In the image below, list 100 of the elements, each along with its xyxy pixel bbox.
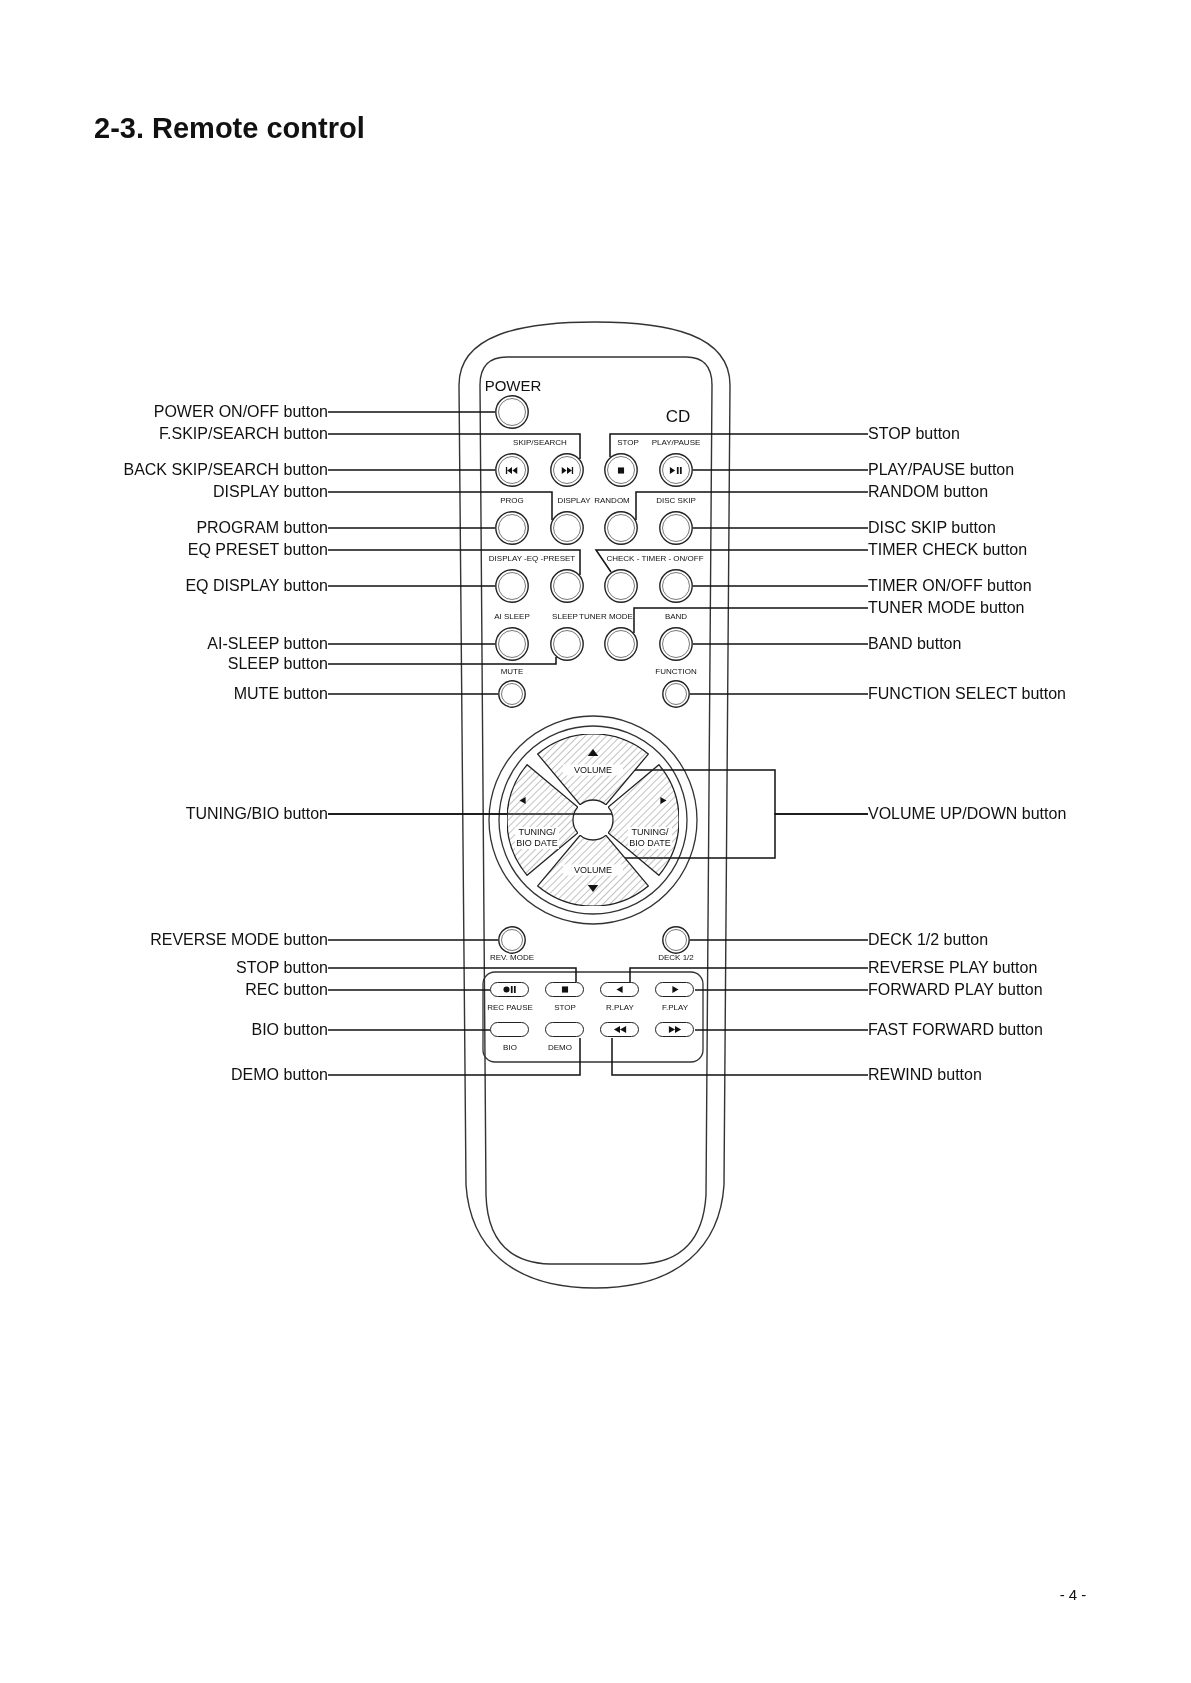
button-caption: STOP	[554, 1004, 576, 1012]
callout-label: EQ PRESET button	[187, 541, 328, 559]
leader-line	[692, 585, 869, 587]
pill-button	[490, 982, 529, 997]
leader-line	[327, 1029, 491, 1031]
leader-line	[327, 967, 577, 983]
round-button	[662, 680, 690, 708]
button-caption: PLAY/PAUSE	[651, 439, 701, 447]
leader-line	[635, 491, 869, 521]
callout-label: DECK 1/2 button	[868, 931, 989, 949]
button-caption: REV. MODE	[489, 954, 535, 962]
button-caption: R.PLAY	[606, 1004, 634, 1012]
pill-button	[545, 1022, 584, 1037]
callout-label: RANDOM button	[868, 483, 989, 501]
round-button	[495, 453, 529, 487]
leader-line	[633, 607, 869, 634]
leader-line	[694, 989, 869, 991]
round-button	[498, 926, 526, 954]
leader-line	[692, 527, 869, 529]
callout-label: BAND button	[868, 635, 962, 653]
callout-label: TUNING/BIO button	[185, 805, 328, 823]
leader-line	[327, 643, 496, 645]
leader-line	[327, 989, 491, 991]
round-button	[604, 453, 638, 487]
pill-button	[490, 1022, 529, 1037]
callout-label: SLEEP button	[227, 655, 328, 673]
leader-line	[609, 433, 869, 458]
leader-line	[327, 527, 496, 529]
callout-label: FAST FORWARD button	[868, 1021, 1043, 1039]
callout-label: BIO button	[251, 1021, 328, 1039]
leader-line	[692, 469, 869, 471]
callout-label: BACK SKIP/SEARCH button	[123, 461, 328, 479]
callout-label: F.SKIP/SEARCH button	[159, 425, 328, 443]
leader-line	[327, 491, 553, 521]
button-caption: BAND	[664, 613, 688, 621]
callout-label: FORWARD PLAY button	[868, 981, 1043, 999]
leader-line	[689, 693, 869, 695]
button-caption: STOP	[617, 439, 639, 447]
round-button	[550, 453, 584, 487]
callout-label: PLAY/PAUSE button	[868, 461, 1015, 479]
leader-line	[629, 967, 869, 983]
round-button	[495, 511, 529, 545]
button-caption: AI SLEEP	[494, 613, 530, 621]
leader-line	[624, 813, 869, 859]
callout-label: PROGRAM button	[196, 519, 328, 537]
callout-label: DISPLAY button	[212, 483, 328, 501]
button-caption: PROG	[500, 497, 524, 505]
round-button	[604, 569, 638, 603]
round-button	[550, 569, 584, 603]
pill-button	[600, 982, 639, 997]
round-button	[604, 511, 638, 545]
callout-label: TIMER CHECK button	[868, 541, 1028, 559]
callout-label: FUNCTION SELECT button	[868, 685, 1066, 703]
leader-line	[327, 549, 581, 576]
callout-label: VOLUME UP/DOWN button	[868, 805, 1067, 823]
round-button	[498, 680, 526, 708]
leader-line	[327, 939, 499, 941]
callout-label: STOP button	[868, 425, 960, 443]
leader-line	[694, 1029, 869, 1031]
button-caption: BIO	[503, 1044, 517, 1052]
leader-line	[327, 656, 557, 665]
callout-label: EQ DISPLAY button	[185, 577, 328, 595]
button-caption: CHECK - TIMER - ON/OFF	[606, 555, 704, 563]
callout-label: POWER ON/OFF button	[153, 403, 328, 421]
page-title: 2-3. Remote control	[94, 112, 365, 145]
leader-line	[611, 1037, 869, 1076]
button-caption: DISPLAY	[557, 497, 591, 505]
leader-line	[327, 433, 581, 460]
button-caption: DEMO	[548, 1044, 572, 1052]
leader-line	[327, 693, 499, 695]
callout-label: DISC SKIP button	[868, 519, 996, 537]
round-button	[659, 569, 693, 603]
button-caption: MUTE	[500, 668, 524, 676]
pill-button	[545, 982, 584, 997]
callout-label: MUTE button	[233, 685, 328, 703]
round-button	[495, 395, 529, 429]
leader-line	[692, 643, 869, 645]
leader-line	[327, 469, 496, 471]
round-button	[495, 569, 529, 603]
round-button	[662, 926, 690, 954]
callout-label: TIMER ON/OFF button	[868, 577, 1032, 595]
button-caption: RANDOM	[594, 497, 630, 505]
button-caption: DECK 1/2	[658, 954, 694, 962]
button-caption: TUNER MODE	[579, 613, 633, 621]
button-caption: CD	[665, 407, 691, 425]
callout-label: STOP button	[236, 959, 328, 977]
leader-line	[327, 1037, 581, 1076]
pill-button	[600, 1022, 639, 1037]
button-caption: POWER	[484, 377, 542, 393]
round-button	[659, 453, 693, 487]
button-caption: FUNCTION	[655, 668, 697, 676]
callout-label: REC button	[245, 981, 328, 999]
pill-button	[655, 982, 694, 997]
leader-line	[327, 411, 496, 413]
round-button	[550, 627, 584, 661]
leader-line	[327, 585, 496, 587]
round-button	[659, 627, 693, 661]
page-number: - 4 -	[1059, 1586, 1087, 1602]
round-button	[495, 627, 529, 661]
button-caption: REC PAUSE	[487, 1004, 533, 1012]
